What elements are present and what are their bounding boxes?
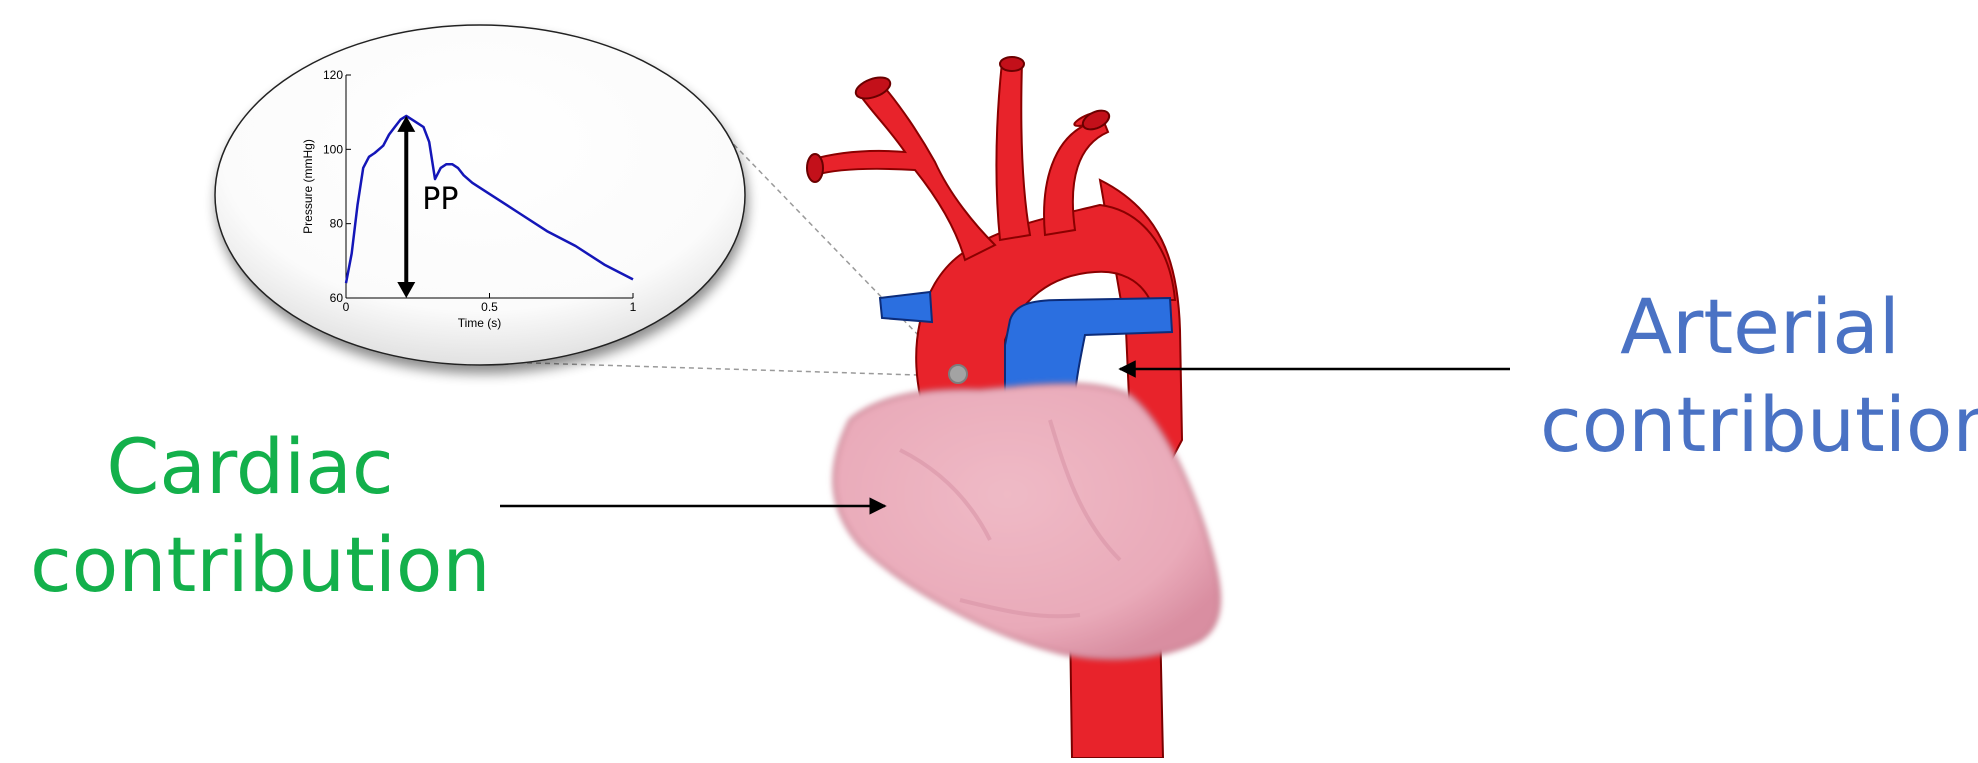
arterial-contribution-label: Arterial contribution — [1540, 278, 1978, 474]
x-tick-label: 0.5 — [481, 300, 498, 314]
x-tick-label: 1 — [630, 300, 637, 314]
brachiocephalic-artery — [810, 82, 995, 260]
y-tick-label: 60 — [330, 291, 344, 305]
y-axis-label: Pressure (mmHg) — [301, 139, 315, 234]
arterial-label-line1: Arterial — [1540, 278, 1978, 376]
pulmonary-vessel-left — [880, 292, 932, 322]
x-tick-label: 0 — [343, 300, 350, 314]
cardiac-label-line2: contribution — [30, 516, 470, 614]
x-axis-label: Time (s) — [458, 316, 502, 330]
pp-label: PP — [422, 182, 458, 217]
cardiac-contribution-label: Cardiac contribution — [30, 418, 470, 614]
y-tick-label: 120 — [323, 68, 343, 82]
cardiac-label-line1: Cardiac — [30, 418, 470, 516]
artery-opening-left-subclavian — [807, 154, 823, 182]
measurement-point — [949, 365, 967, 383]
y-tick-label: 100 — [323, 142, 343, 156]
carotid-artery — [996, 62, 1030, 240]
arterial-label-line2: contribution — [1540, 376, 1978, 474]
y-tick-label: 80 — [330, 217, 344, 231]
zoom-connector-lower — [500, 362, 950, 376]
inset-oval — [215, 25, 745, 365]
artery-opening-carotid — [1000, 57, 1024, 71]
